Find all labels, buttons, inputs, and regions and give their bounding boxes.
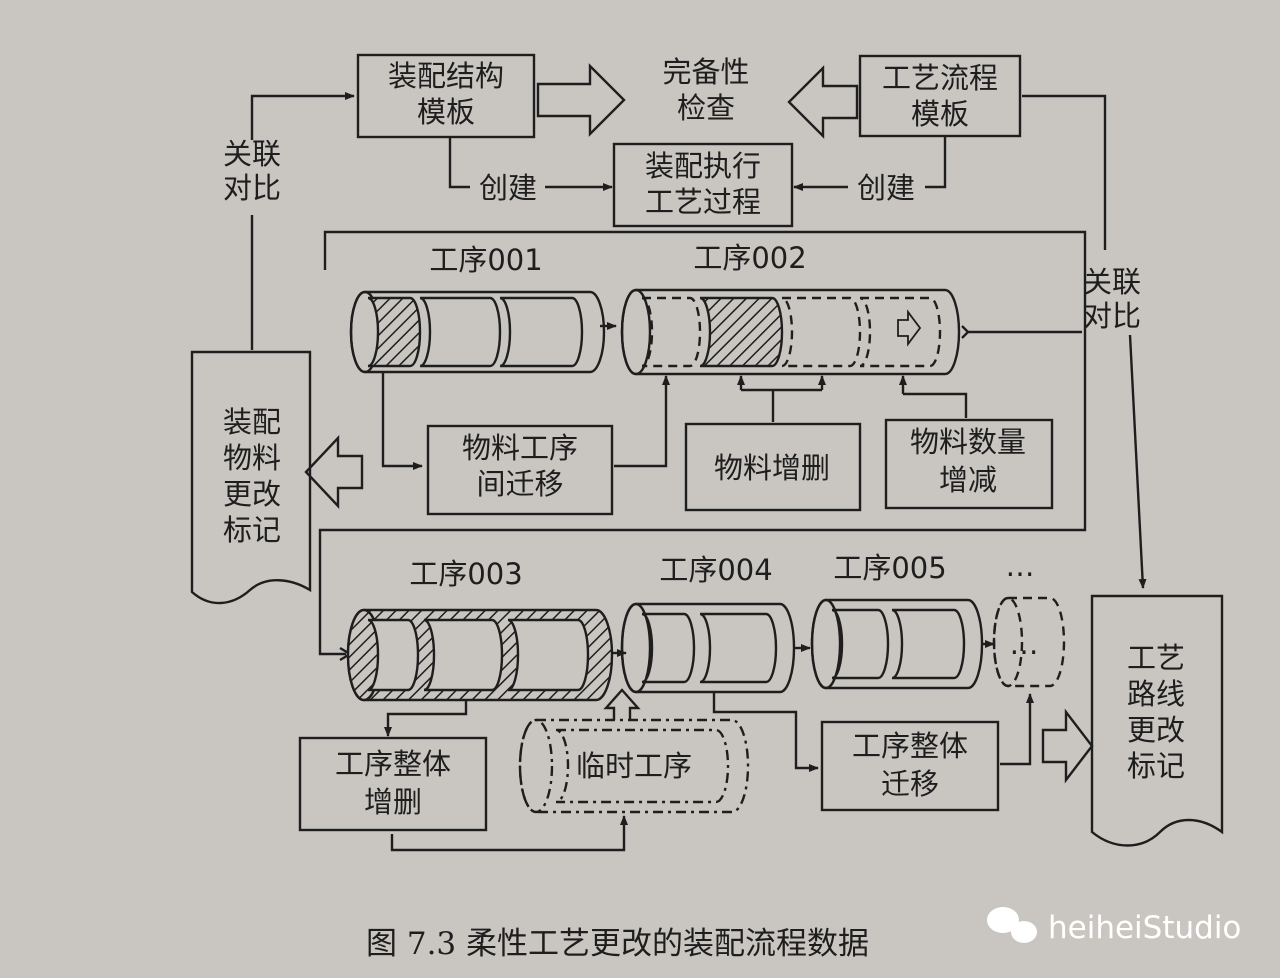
op-adddel-loop (390, 815, 628, 852)
route-doc-line2: 路线 (1127, 677, 1185, 711)
asm-doc-line2: 物料 (223, 441, 281, 475)
op-migrate-line1: 工序整体 (852, 729, 968, 763)
assoc-line-right (1022, 94, 1107, 250)
temp-op-label: 临时工序 (576, 749, 692, 783)
exec-process-line2: 工艺过程 (645, 185, 761, 219)
hollow-arrow-right-icon (536, 63, 626, 137)
assoc-arrow-right (1128, 334, 1147, 589)
route-doc-line1: 工艺 (1127, 641, 1185, 675)
op-migrate-line (712, 692, 819, 772)
op002-cylinder (620, 288, 961, 376)
material-adddel-label: 物料增删 (714, 451, 830, 485)
op-migrate-box (820, 720, 1000, 812)
create-arrow-left (448, 137, 470, 189)
asm-template-line2: 模板 (417, 95, 475, 129)
op001-cylinder (349, 290, 606, 374)
assoc-right-line2: 对比 (1083, 299, 1141, 333)
asm-doc-line4: 标记 (223, 513, 281, 547)
asm-template-line1: 装配结构 (388, 59, 504, 93)
exec-process-line1: 装配执行 (645, 149, 761, 183)
asm-doc-line3: 更改 (223, 477, 281, 511)
adddel-branch (741, 388, 822, 422)
watermark-text: heiheiStudio (1048, 910, 1241, 946)
material-adddel-box (684, 422, 862, 512)
material-qty-line1: 物料数量 (910, 425, 1026, 459)
material-migrate-line1: 物料工序 (462, 431, 578, 465)
create-arrow-right (925, 136, 947, 189)
hollow-arrow-left-icon (787, 65, 859, 139)
migrate-line-out (614, 375, 670, 468)
assoc-arrow-left (250, 92, 355, 140)
process-bracket (318, 230, 1087, 656)
migrate-line-in (381, 372, 423, 470)
temp-op-cylinder (518, 718, 750, 814)
op003-label: 工序003 (409, 557, 522, 591)
more-ops-label: … (1006, 549, 1035, 583)
op003-cylinder (346, 608, 614, 702)
create-label-right: 创建 (857, 171, 915, 205)
route-doc-line4: 标记 (1127, 749, 1185, 783)
op001-label: 工序001 (429, 243, 542, 277)
completeness-line1: 完备性 (662, 55, 749, 89)
op002-label: 工序002 (693, 241, 806, 275)
more-ops-cylinder (992, 596, 1066, 688)
create-label-left: 创建 (479, 171, 537, 205)
assoc-left-line1: 关联 (223, 137, 281, 171)
assoc-left-line2: 对比 (223, 171, 281, 205)
assembly-structure-template-box (356, 53, 536, 139)
material-migrate-line2: 间迁移 (476, 467, 563, 501)
qty-branch (903, 392, 968, 418)
op005-label: 工序005 (833, 551, 946, 585)
assembly-execution-process-box (612, 142, 794, 228)
assembly-material-change-doc (190, 350, 312, 605)
op-adddel-box (298, 736, 488, 832)
hollow-arrow-into-route-doc-icon (1041, 708, 1094, 784)
proc-template-line1: 工艺流程 (882, 61, 998, 95)
material-qty-line2: 增减 (939, 463, 997, 497)
more-ops-inner: … (1010, 627, 1039, 661)
route-doc-line3: 更改 (1127, 713, 1185, 747)
wechat-icon (987, 907, 1037, 943)
figure-caption: 图 7.3 柔性工艺更改的装配流程数据 (366, 926, 869, 962)
op-adddel-line2: 增删 (364, 785, 422, 819)
op004-label: 工序004 (659, 553, 772, 587)
watermark: heiheiStudio (987, 907, 1241, 946)
op-adddel-line1: 工序整体 (335, 747, 451, 781)
assoc-right-line1: 关联 (1083, 265, 1141, 299)
process-flow-template-box (858, 54, 1022, 138)
op005-cylinder (810, 598, 984, 690)
proc-template-line2: 模板 (911, 97, 969, 131)
op-migrate-line2: 迁移 (881, 767, 939, 801)
material-qty-box (884, 418, 1054, 510)
route-change-doc (1090, 594, 1224, 847)
completeness-line2: 检查 (677, 91, 735, 125)
op004-cylinder (620, 602, 796, 694)
op-adddel-line (384, 700, 468, 737)
hollow-arrow-into-asm-doc-icon (304, 434, 364, 510)
op-migrate-out (1000, 693, 1034, 766)
material-migrate-box (426, 424, 614, 516)
asm-doc-line1: 装配 (223, 405, 281, 439)
temp-op-hollow-up-arrow-icon (603, 688, 641, 720)
